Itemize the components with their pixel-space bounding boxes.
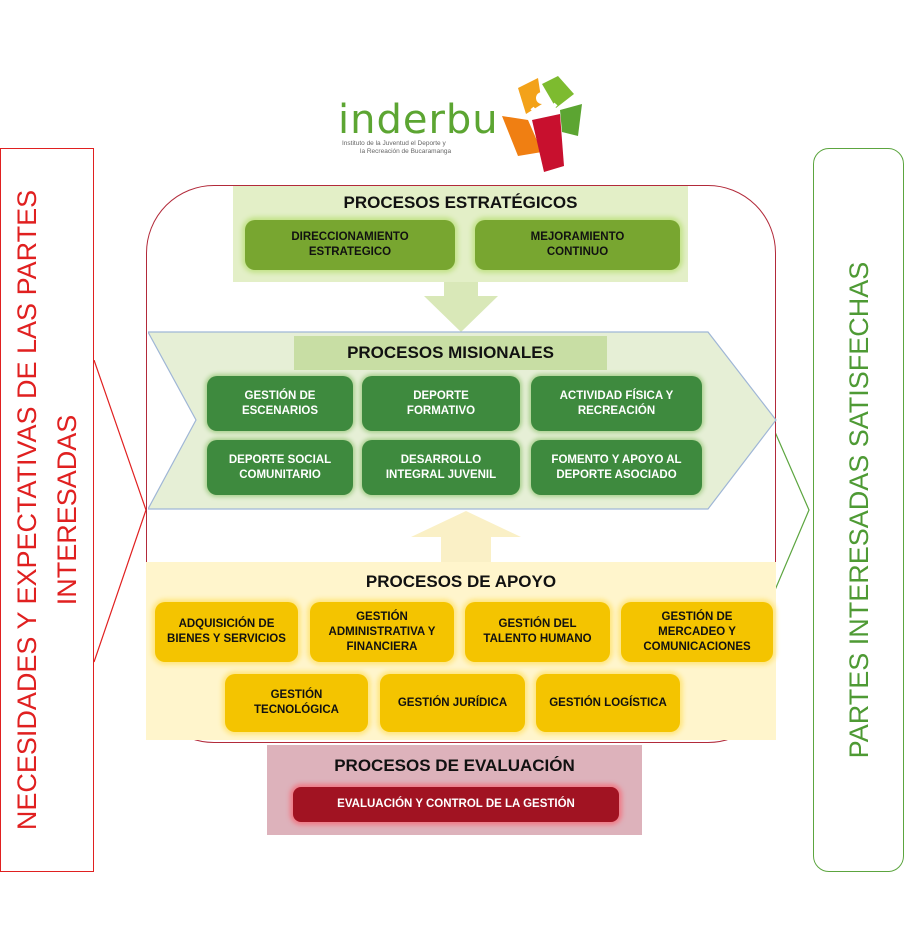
needs-expectations-label: NECESIDADES Y EXPECTATIVAS DE LAS PARTES… (12, 189, 82, 831)
support-process-box: GESTIÓN JURÍDICA (380, 674, 525, 732)
support-process-box: GESTIÓN LOGÍSTICA (536, 674, 680, 732)
satisfied-parties-panel: PARTES INTERESADAS SATISFECHAS (813, 148, 904, 872)
satisfied-parties-label: PARTES INTERESADAS SATISFECHAS (843, 261, 874, 759)
needs-expectations-panel: NECESIDADES Y EXPECTATIVAS DE LAS PARTES… (0, 148, 94, 872)
input-arrow (94, 360, 147, 663)
process-map-frame (146, 185, 776, 743)
missional-title-band (294, 336, 607, 370)
logo-text-block: inderbu Instituto de la Juventud el Depo… (338, 100, 498, 156)
evaluation-processes-title: PROCESOS DE EVALUACIÓN (334, 756, 575, 775)
output-arrow (775, 432, 810, 591)
logo-tagline-1: Instituto de la Juventud el Deporte y (342, 140, 446, 147)
evaluation-process-box: EVALUACIÓN Y CONTROL DE LA GESTIÓN (293, 787, 619, 822)
strategic-processes-title: PROCESOS ESTRATÉGICOS (343, 193, 578, 212)
logo-mark-icon (502, 76, 582, 172)
missional-processes-title: PROCESOS MISIONALES (347, 343, 554, 362)
logo-tagline-2: la Recreación de Bucaramanga (360, 148, 452, 155)
support-processes-title: PROCESOS DE APOYO (365, 572, 557, 591)
logo-wordmark: inderbu (338, 97, 499, 143)
up-arrow-icon (411, 511, 521, 563)
down-arrow-icon (424, 282, 498, 332)
